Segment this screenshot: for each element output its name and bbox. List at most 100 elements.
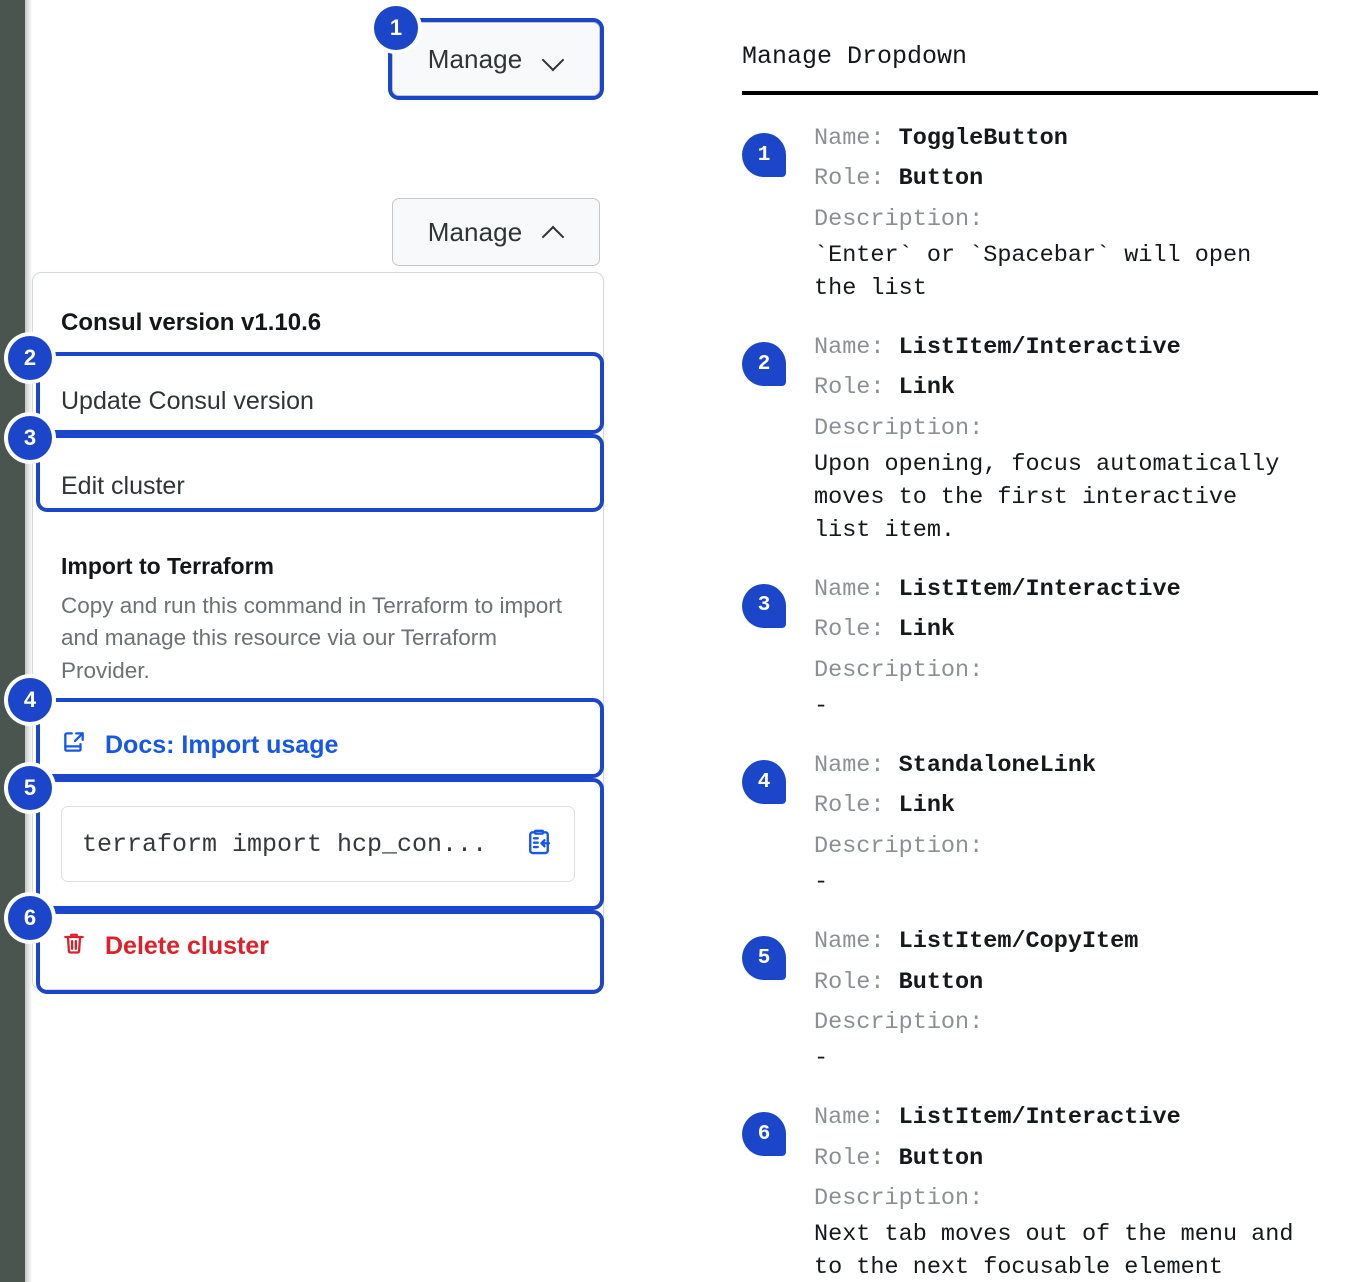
terraform-command-row: terraform import hcp_con... [33, 786, 603, 904]
legend-name-label: Name: [814, 125, 899, 152]
import-to-terraform-title: Import to Terraform [61, 553, 274, 579]
legend-badge-2: 2 [742, 342, 786, 386]
legend-role-value: Button [898, 968, 984, 996]
legend-role-label: Role: [814, 374, 899, 402]
legend-divider [742, 91, 1318, 95]
legend-role-label: Role: [814, 616, 899, 644]
terraform-command-box[interactable]: terraform import hcp_con... [61, 806, 575, 883]
legend-description-label: Description: [814, 1008, 984, 1036]
legend-badge-4: 4 [742, 760, 786, 804]
legend-role-line: Role: Link [814, 610, 1342, 650]
callout-6: 6 [8, 896, 52, 940]
legend-name-value: StandaloneLink [898, 752, 1097, 779]
legend-role-value: Link [898, 616, 956, 644]
legend-description-label: Description: [814, 832, 984, 860]
left-edge-strip-fade [20, 0, 32, 1282]
legend-name-label: Name: [814, 575, 899, 603]
legend-name-label: Name: [814, 928, 899, 956]
legend-name-value: ListItem/CopyItem [898, 928, 1139, 956]
clipboard-copy-icon[interactable] [524, 827, 554, 862]
callout-2: 2 [8, 336, 52, 380]
docs-link-label: Docs: Import usage [105, 731, 339, 760]
legend-name-value: ToggleButton [898, 125, 1068, 152]
legend-title: Manage Dropdown [742, 42, 968, 71]
legend-role-value: Button [898, 1144, 984, 1172]
menu-item-delete-cluster[interactable]: Delete cluster [33, 904, 603, 989]
callout-5: 5 [8, 766, 52, 810]
menu-item-edit-cluster[interactable]: Edit cluster [33, 444, 603, 529]
chevron-up-icon [544, 222, 564, 242]
manage-button-label-expanded: Manage [427, 216, 523, 247]
legend-description-value: - [814, 869, 829, 897]
legend-role-label: Role: [814, 968, 899, 996]
menu-item-label: Edit cluster [61, 472, 185, 500]
legend-description-label: Description: [814, 656, 984, 684]
legend-name-line: Name: ListItem/CopyItem [814, 922, 1342, 962]
legend-badge-1: 1 [742, 133, 786, 177]
delete-cluster-label: Delete cluster [105, 932, 269, 961]
legend-role-label: Role: [814, 165, 899, 193]
legend-name-label: Name: [814, 334, 899, 361]
manage-dropdown-panel: Consul version v1.10.6 Update Consul ver… [32, 272, 604, 991]
legend-name-label: Name: [814, 752, 899, 779]
legend-role-line: Role: Link [814, 786, 1342, 826]
legend-name-value: ListItem/Interactive [898, 1104, 1181, 1132]
legend-description-value: - [814, 693, 829, 721]
external-link-docs-icon [61, 729, 87, 762]
chevron-down-icon [544, 49, 564, 69]
legend-badge-3: 3 [742, 583, 786, 628]
legend-description-value: Upon opening, focus automatically moves … [814, 451, 1280, 544]
manage-toggle-button-collapsed[interactable]: Manage [392, 22, 600, 96]
legend-name-line: Name: ListItem/Interactive [814, 328, 1342, 368]
legend-role-line: Role: Button [814, 159, 1342, 199]
callout-1: 1 [374, 6, 418, 50]
manage-toggle-button-expanded[interactable]: Manage [392, 198, 600, 266]
legend-role-line: Role: Link [814, 368, 1342, 408]
menu-item-update-consul-version[interactable]: Update Consul version [33, 359, 603, 444]
legend-description-value: `Enter` or `Spacebar` will open the list [814, 242, 1252, 303]
docs-import-usage-link[interactable]: Docs: Import usage [33, 705, 603, 786]
legend-description-label: Description: [814, 414, 984, 442]
manage-button-label: Manage [427, 43, 523, 74]
trash-icon [61, 930, 87, 963]
legend-role-label: Role: [814, 1144, 899, 1172]
legend-description-label: Description: [814, 205, 984, 233]
callout-4: 4 [8, 678, 52, 722]
legend-description-value: Next tab moves out of the menu and to th… [814, 1221, 1294, 1282]
consul-version-heading: Consul version v1.10.6 [61, 309, 322, 336]
legend-name-line: Name: StandaloneLink [814, 746, 1342, 786]
legend-role-line: Role: Button [814, 963, 1342, 1003]
legend-badge-5: 5 [742, 936, 786, 981]
legend-description-value: - [814, 1045, 829, 1073]
menu-item-label: Update Consul version [61, 387, 314, 415]
legend-role-value: Link [898, 792, 956, 820]
legend-name-line: Name: ToggleButton [814, 119, 1342, 159]
callout-3: 3 [8, 416, 52, 460]
legend-description-label: Description: [814, 1185, 984, 1213]
legend-badge-6: 6 [742, 1112, 786, 1157]
legend-role-label: Role: [814, 792, 899, 820]
import-to-terraform-body: Copy and run this command in Terraform t… [61, 593, 563, 683]
legend-name-line: Name: ListItem/Interactive [814, 1098, 1342, 1138]
legend-role-value: Button [898, 165, 984, 193]
demo-pane: Manage 1 Manage Consul version v1.10.6 U… [0, 0, 660, 1282]
legend-name-value: ListItem/Interactive [898, 575, 1181, 603]
legend-role-value: Link [898, 374, 956, 402]
legend-name-line: Name: ListItem/Interactive [814, 570, 1342, 610]
legend-name-value: ListItem/Interactive [898, 334, 1181, 361]
